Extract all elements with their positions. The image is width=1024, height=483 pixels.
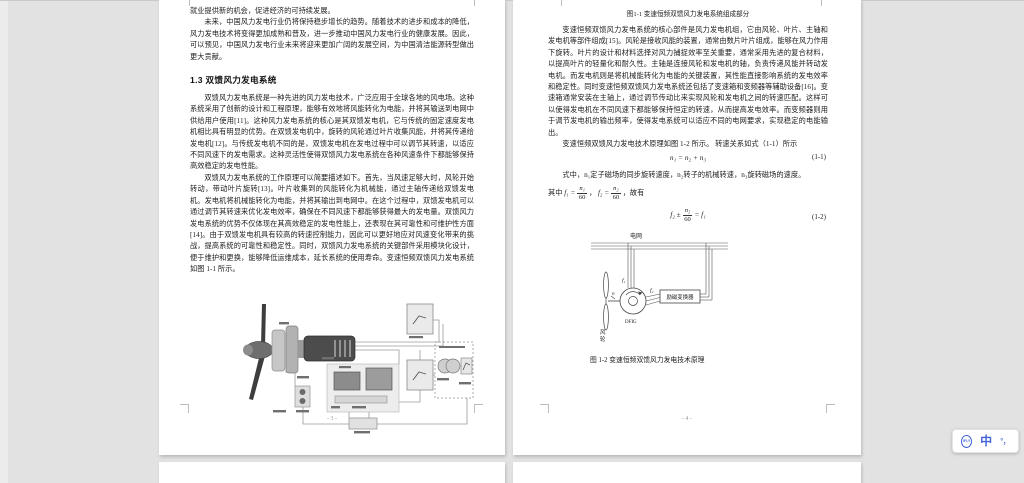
page-number: - 3 - [327, 416, 337, 422]
inline-eq-f2: f₂ = [597, 188, 610, 197]
margin-mark [474, 404, 483, 413]
document-page-4[interactable]: 图1-1 变速恒频双馈风力发电系统组成部分 变速恒频双馈风力发电系统的核心部件是… [513, 0, 861, 455]
ime-status-bar[interactable]: iFLY 中 °， [952, 429, 1019, 453]
rotor-blade [603, 271, 609, 299]
equation-1-2-lhs: f₂ ± [670, 209, 681, 219]
f1-label: f₁ [622, 277, 626, 284]
ime-punctuation-toggle[interactable]: °， [1000, 435, 1011, 446]
switch-box [460, 357, 473, 374]
margin-mark [821, 0, 822, 6]
paragraph-continuation: 就业提供新的机会，促进经济的可持续发展。 [190, 7, 335, 15]
paragraph-future-outlook: 未来，中国风力发电行业仍将保持稳步增长的趋势。随着技术的进步和成本的降低，风力发… [190, 18, 474, 61]
figure-1-1-caption: 图1-1 变速恒频双馈风力发电系统组成部分 [626, 11, 750, 18]
n-label: n [612, 291, 615, 297]
section-heading-1-3: 1.3 双馈风力发电系统 [190, 75, 277, 86]
margin-mark [474, 0, 475, 6]
micro-label [273, 321, 471, 433]
paragraph-technology-principle: 变速恒频双馈风力发电技术原理如图 1-2 所示。 转速关系如式（1-1）所示 [562, 140, 798, 149]
rotor-blade [603, 303, 609, 331]
margin-mark [189, 0, 190, 6]
grid-side-converter [365, 367, 393, 390]
equation-1-1-body: n₁ = n₂ + n₃ [669, 153, 707, 163]
ime-language-mode-toggle[interactable]: 中 [980, 434, 993, 448]
turbine-blade [261, 303, 266, 346]
equation-1-1-number: (1-1) [812, 153, 826, 162]
figure-1-1-wind-turbine-diagram [239, 302, 474, 440]
grid-label: 电网 [630, 232, 642, 240]
gearbox-drum [271, 329, 286, 371]
gearbox-drum [285, 325, 299, 373]
paragraph-core-components: 变速恒频双馈风力发电系统的核心部件是风力发电机组，它由风轮、叶片、主轴和发电机等… [548, 26, 828, 137]
canvas-top-border [0, 0, 1024, 1]
margin-mark [561, 0, 562, 6]
inline-eq-prefix: 其中 [548, 188, 563, 197]
equation-1-2-rhs: = f₁ [694, 209, 706, 219]
breaker-box [406, 303, 434, 334]
main-controller [348, 417, 378, 429]
inline-eq-suffix: ，故有 [622, 188, 645, 197]
turbine-blade [249, 353, 265, 400]
document-page-3[interactable]: 就业提供新的机会，促进经济的可持续发展。 未来，中国风力发电行业仍将保持稳步增长… [159, 0, 505, 455]
margin-mark [180, 404, 189, 413]
figure-1-2-dfig-diagram: 电网 [588, 230, 828, 351]
dfig-label: DFIG [625, 320, 637, 325]
equation-1-1: n₁ = n₂ + n₃ (1-1) [548, 153, 828, 166]
equation-1-2-number: (1-2) [812, 212, 826, 221]
breaker-box [406, 359, 434, 390]
margin-mark [826, 404, 835, 413]
figure-1-1-graphic [243, 303, 474, 433]
margin-mark [540, 404, 549, 413]
paragraph-dfig-system: 双馈风力发电系统是一种先进的风力发电技术，广泛应用于全球各地的风电场。这种系统采… [190, 94, 474, 171]
figure-1-2-graphic: 电网 [591, 232, 728, 343]
turbine-nose-cone [243, 344, 253, 356]
page-number: - 4 - [682, 416, 692, 422]
excitation-converter-box [659, 289, 701, 304]
rotor-label-bottom: 轮 [600, 335, 606, 343]
transformer-winding [445, 358, 461, 373]
substation-enclosure [434, 341, 474, 398]
document-page-5[interactable] [159, 462, 505, 483]
paragraph-where-clause: 式中，n₁定子磁场的同步旋转速度，n₂转子的机械转速，n₃旋转磁场的速度。 [562, 171, 806, 180]
ime-logo-icon[interactable]: iFLY [961, 434, 973, 448]
inline-eq-f1: f₁ = [564, 188, 576, 197]
paragraph-working-principle: 双馈风力发电系统的工作原理可以简要描述如下。首先，当风速足够大时，风轮开始转动，… [190, 173, 474, 274]
dc-bus-bar [334, 395, 388, 403]
inline-eq-separator: ， [588, 188, 597, 197]
generator-body [303, 335, 356, 361]
pitch-mechanism [294, 385, 311, 407]
shaft-coupling [298, 339, 304, 358]
figure-1-2-caption: 图 1-2 变速恒频双馈风力发电技术原理 [590, 356, 705, 364]
window-left-edge [0, 0, 8, 483]
excitation-converter-label: 励磁变换器 [667, 293, 695, 301]
rotor-label-top: 风 [600, 329, 606, 336]
rotor-side-converter [333, 371, 361, 390]
document-page-6[interactable] [513, 462, 861, 483]
f2-label: f₂ [650, 287, 654, 294]
